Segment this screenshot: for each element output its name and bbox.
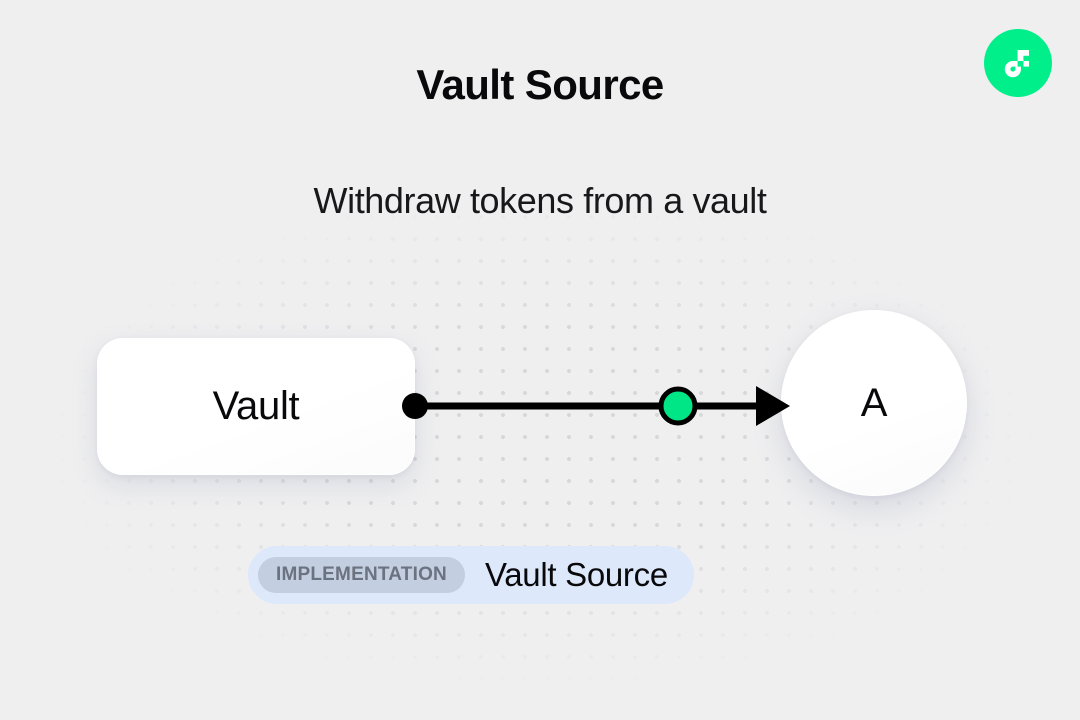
edge-midpoint-handle[interactable]	[658, 386, 698, 426]
implementation-tag-label: IMPLEMENTATION	[258, 557, 465, 593]
page-subtitle: Withdraw tokens from a vault	[313, 180, 767, 221]
implementation-name-label: Vault Source	[484, 556, 668, 593]
page-title: Vault Source	[416, 61, 664, 108]
node-account[interactable]: A	[781, 310, 967, 496]
node-vault[interactable]: Vault	[97, 338, 415, 475]
flow-logo-icon	[984, 29, 1052, 97]
node-vault-label: Vault	[212, 384, 300, 428]
node-account-label: A	[860, 380, 888, 425]
implementation-badge[interactable]: IMPLEMENTATION Vault Source	[248, 546, 694, 604]
